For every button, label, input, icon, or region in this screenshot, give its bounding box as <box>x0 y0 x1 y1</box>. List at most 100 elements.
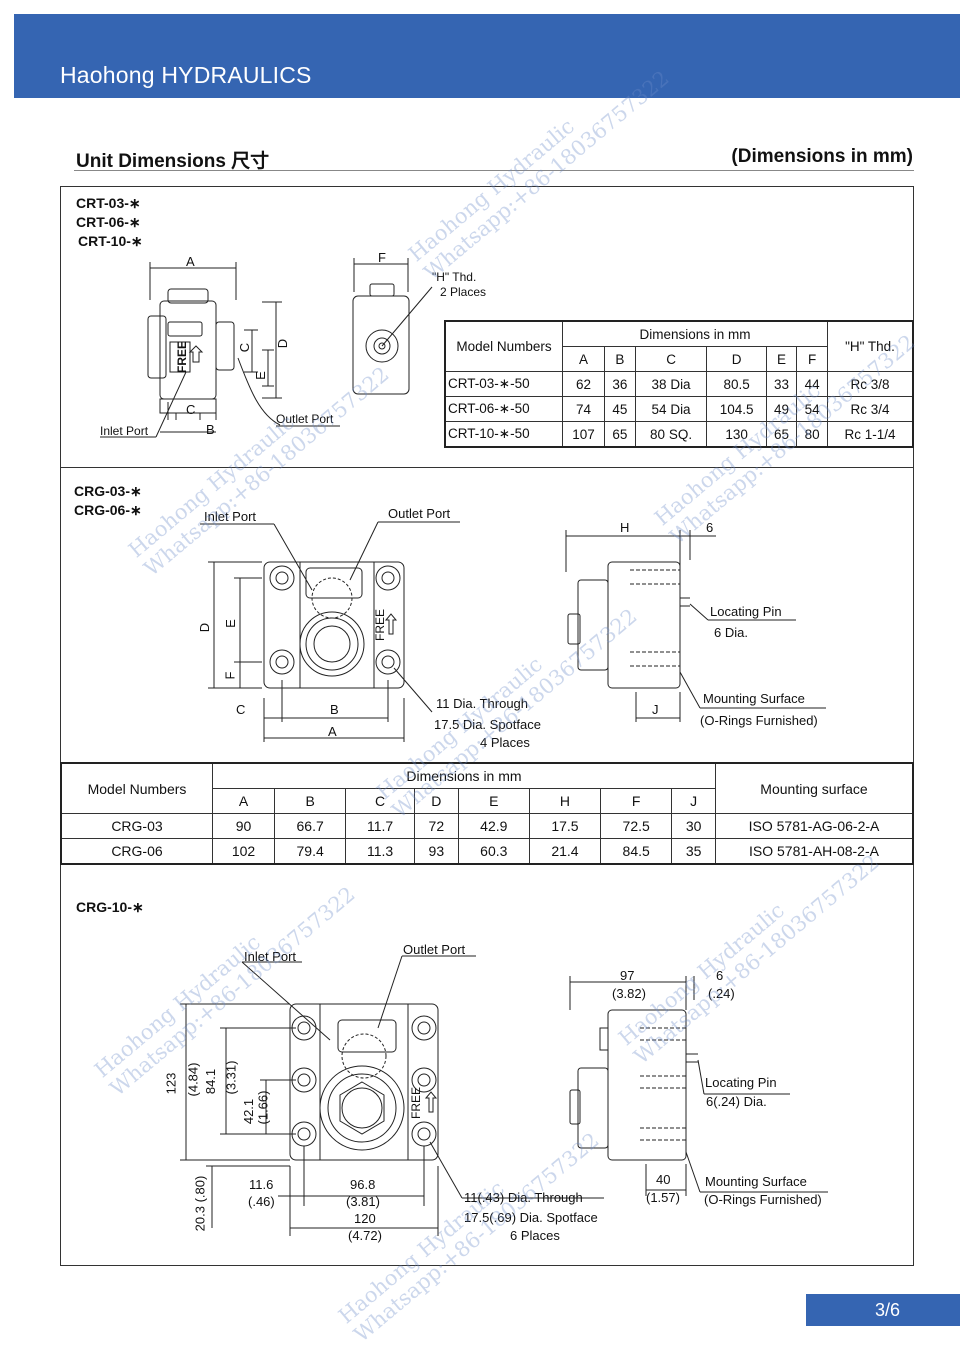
crg-dim-a: A <box>328 724 337 739</box>
crg10-dim-203: 20.3 (.80) <box>192 1175 208 1232</box>
crg10-free-marking: FREE <box>409 1086 424 1120</box>
cell: CRT-10-∗-50 <box>444 421 563 448</box>
crt-dimension-table: Model Numbers Dimensions in mm "H" Thd. … <box>444 320 914 448</box>
crt-end-view <box>352 258 433 395</box>
cell: 49 <box>765 396 798 422</box>
section-title: Unit Dimensions 尺寸 <box>76 151 270 172</box>
cell: 74 <box>561 396 606 422</box>
crg-mount-label: Mounting Surface <box>703 691 805 706</box>
crg10-dim-472: (4.72) <box>348 1228 382 1243</box>
crt-outlet-port-label: Outlet Port <box>276 412 334 426</box>
cell: CRG-06 <box>60 838 213 865</box>
crg-dim-j: J <box>652 702 659 717</box>
cell: 130 <box>706 421 767 448</box>
cell: CRT-03-∗-50 <box>444 371 563 397</box>
crg-col-e: E <box>457 788 530 814</box>
cell: 33 <box>765 371 798 397</box>
crg-dim-d: D <box>197 622 213 633</box>
crg10-dim-331: (3.31) <box>223 1060 239 1095</box>
crg10-dim-40: 40 <box>656 1172 671 1187</box>
crg10-dim-046: (.46) <box>248 1194 275 1209</box>
cell: 65 <box>765 421 798 448</box>
crg10-dim-024: (.24) <box>708 986 735 1001</box>
crg10-mount-label: Mounting Surface <box>705 1174 807 1189</box>
crg-dim-e: E <box>222 619 238 628</box>
crt-col-d: D <box>706 346 767 372</box>
cell: 102 <box>211 838 276 865</box>
crg-header-model: Model Numbers <box>60 762 213 814</box>
crg10-dim-381: (3.81) <box>346 1194 380 1209</box>
crg-dim-f: F <box>222 671 238 680</box>
crg-dimension-table: Model Numbers Dimensions in mm Mounting … <box>60 762 914 865</box>
cell: 62 <box>561 371 606 397</box>
crt-header-thd: "H" Thd. <box>827 320 914 372</box>
model-crt-03: CRT-03-∗ <box>76 195 141 211</box>
dim-label-c-vert: C <box>237 342 253 353</box>
cell: 38 Dia <box>634 371 708 397</box>
cell: 90 <box>211 813 276 839</box>
cell: 21.4 <box>528 838 602 865</box>
cell: 65 <box>604 421 636 448</box>
crg10-dim-968: 96.8 <box>350 1177 376 1192</box>
crg-side-view <box>565 530 826 722</box>
cell: 80.5 <box>706 371 767 397</box>
crg-col-a: A <box>211 788 276 814</box>
crt-inlet-port-label: Inlet Port <box>100 424 149 438</box>
table-row: CRG-03 90 66.7 11.7 72 42.9 17.5 72.5 30… <box>60 813 914 839</box>
crg-col-j: J <box>671 788 716 814</box>
table-row: CRG-06 102 79.4 11.3 93 60.3 21.4 84.5 3… <box>60 838 914 865</box>
crg10-outlet-port-label: Outlet Port <box>403 942 466 957</box>
crg-outlet-port-label: Outlet Port <box>388 506 451 521</box>
page-number: 3/6 <box>806 1294 960 1326</box>
cell: 54 <box>796 396 828 422</box>
crg-dim-6: 6 <box>706 520 714 535</box>
cell: ISO 5781-AH-08-2-A <box>715 838 914 865</box>
model-crt-06: CRT-06-∗ <box>76 214 141 230</box>
cell: 11.3 <box>345 838 415 865</box>
crg10-pin-label: Locating Pin <box>705 1075 777 1090</box>
crt-col-c: C <box>634 346 708 372</box>
brand-title: Haohong HYDRAULICS <box>60 62 312 88</box>
crg10-dim-382: (3.82) <box>612 986 646 1001</box>
crg10-dim-97: 97 <box>620 968 635 983</box>
crg-pin-label: Locating Pin <box>710 604 782 619</box>
crg-dim-c: C <box>236 702 246 717</box>
crt-col-f: F <box>796 346 828 372</box>
dim-label-e: E <box>252 371 268 380</box>
crg-col-b: B <box>274 788 347 814</box>
cell: 36 <box>604 371 636 397</box>
cell: 72.5 <box>600 813 673 839</box>
crt-header-dims: Dimensions in mm <box>562 320 828 347</box>
crg-inlet-port-label: Inlet Port <box>204 509 257 524</box>
model-crt-10: CRT-10-∗ <box>78 233 143 249</box>
crt-col-e: E <box>765 346 798 372</box>
crg10-face-view <box>180 955 604 1236</box>
header-bar <box>14 14 960 98</box>
dim-label-d: D <box>275 338 291 349</box>
cell: 42.9 <box>457 813 530 839</box>
cell: Rc 3/8 <box>827 371 914 397</box>
table-row: CRT-10-∗-50 107 65 80 SQ. 130 65 80 Rc 1… <box>444 421 914 448</box>
crg10-dim-421: 42.1 <box>241 1098 257 1125</box>
crg10-orings-label: (O-Rings Furnished) <box>704 1192 822 1207</box>
dim-label-a: A <box>186 254 195 269</box>
cell: 104.5 <box>706 396 767 422</box>
crg10-dim-116: 11.6 <box>249 1177 274 1192</box>
crg10-dim-6: 6 <box>716 968 724 983</box>
table-row: CRT-06-∗-50 74 45 54 Dia 104.5 49 54 Rc … <box>444 396 914 422</box>
crg10-dim-120: 120 <box>354 1211 376 1226</box>
dim-label-b: B <box>206 422 215 437</box>
crg-places-label: 4 Places <box>480 735 530 750</box>
cell: 84.5 <box>600 838 673 865</box>
crg10-inlet-port-label: Inlet Port <box>244 949 297 964</box>
crg-col-f: F <box>600 788 673 814</box>
h-thd-places: 2 Places <box>440 285 487 299</box>
title-rule <box>74 170 914 171</box>
crg-dim-h: H <box>620 520 630 535</box>
crt-col-b: B <box>604 346 636 372</box>
cell: Rc 1-1/4 <box>827 421 914 448</box>
table-row: CRT-03-∗-50 62 36 38 Dia 80.5 33 44 Rc 3… <box>444 371 914 397</box>
cell: ISO 5781-AG-06-2-A <box>715 813 914 839</box>
model-crg-10: CRG-10-∗ <box>76 899 144 915</box>
